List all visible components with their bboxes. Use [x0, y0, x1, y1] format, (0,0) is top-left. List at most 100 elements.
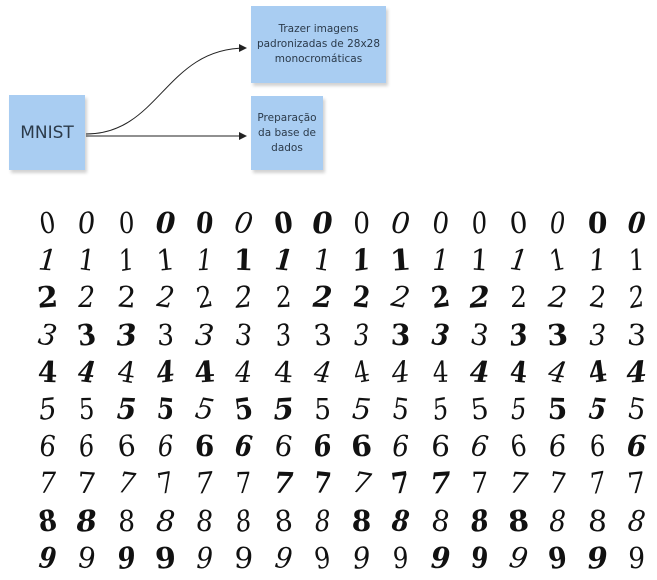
trazer-imagens-note: Trazer imagens padronizadas de 28x28 mon…	[251, 6, 386, 83]
digit-sample: 7	[76, 465, 98, 502]
digit-sample: 5	[586, 391, 608, 427]
digit-sample: 0	[194, 205, 215, 241]
digit-sample: 1	[76, 242, 98, 279]
digit-sample: 8	[586, 503, 608, 539]
digit-sample: 9	[627, 540, 645, 575]
digit-sample: 3	[193, 317, 216, 353]
connector-arrows	[85, 44, 247, 140]
digit-sample: 8	[194, 502, 216, 539]
digit-sample: 9	[506, 539, 531, 577]
digit-sample: 3	[114, 317, 138, 353]
digit-sample: 8	[351, 503, 373, 539]
digit-sample: 8	[154, 503, 177, 539]
digit-sample: 1	[310, 241, 335, 279]
digit-sample: 7	[115, 465, 137, 502]
digit-sample: 0	[310, 205, 334, 241]
digit-sample: 6	[429, 428, 451, 464]
digit-sample: 5	[350, 391, 373, 427]
digit-sample: 9	[153, 540, 177, 576]
digit-sample: 0	[271, 204, 295, 242]
digit-sample: 7	[235, 466, 253, 501]
digit-sample: 7	[272, 466, 294, 501]
digit-sample: 7	[39, 466, 57, 501]
digit-sample: 6	[468, 428, 491, 465]
digit-sample: 1	[36, 242, 59, 278]
digit-sample: 2	[351, 279, 372, 316]
digit-sample: 5	[624, 390, 649, 428]
digit-sample: 4	[431, 354, 449, 390]
preparacao-note: Preparação da base de dados	[251, 96, 323, 170]
trazer-imagens-label: Trazer imagens padronizadas de 28x28 mon…	[256, 23, 381, 65]
digit-sample: 7	[193, 465, 216, 502]
digit-sample: 8	[272, 502, 294, 539]
digit-sample: 4	[37, 354, 59, 390]
digit-sample: 0	[36, 204, 59, 242]
digit-sample: 0	[390, 205, 412, 241]
digit-sample: 2	[312, 280, 333, 315]
digit-sample: 2	[625, 279, 647, 316]
digit-sample: 5	[232, 390, 256, 428]
digit-sample: 1	[233, 242, 255, 278]
digit-sample: 9	[37, 540, 58, 576]
digit-sample: 3	[233, 316, 255, 353]
digit-sample: 3	[272, 316, 294, 353]
digit-sample: 4	[193, 354, 217, 390]
digit-sample: 0	[117, 205, 135, 241]
digit-sample: 8	[313, 503, 331, 538]
digit-sample: 4	[153, 353, 177, 391]
digit-sample: 6	[507, 428, 530, 465]
digit-sample: 4	[272, 354, 294, 390]
digit-sample: 3	[75, 316, 99, 353]
digit-sample: 7	[312, 465, 333, 502]
digit-sample: 5	[155, 391, 176, 427]
digit-sample: 5	[468, 391, 490, 427]
digit-sample: 7	[349, 465, 374, 502]
digit-sample: 7	[428, 465, 452, 502]
digit-sample: 4	[114, 353, 138, 391]
digit-sample: 6	[194, 428, 216, 464]
digit-sample: 7	[154, 465, 176, 502]
digit-sample: 0	[468, 204, 490, 242]
digit-sample: 6	[37, 428, 59, 465]
digit-sample: 2	[467, 279, 491, 316]
digit-sample: 1	[468, 242, 491, 278]
digit-sample: 2	[510, 280, 528, 315]
digit-sample: 3	[546, 317, 570, 353]
digit-sample: 6	[547, 428, 569, 465]
digit-sample: 4	[311, 353, 334, 390]
digit-sample: 4	[350, 353, 373, 391]
digit-sample: 1	[508, 242, 530, 279]
digit-sample: 8	[75, 503, 99, 539]
digit-sample: 2	[36, 279, 60, 316]
digit-sample: 0	[549, 205, 567, 241]
digit-sample: 5	[510, 391, 528, 427]
digit-sample: 2	[233, 279, 255, 316]
digit-sample: 4	[624, 354, 648, 390]
digit-sample: 2	[547, 279, 569, 316]
digit-sample: 1	[547, 242, 569, 279]
digit-sample: 8	[625, 502, 648, 539]
digit-sample: 2	[274, 280, 292, 315]
digit-sample: 1	[115, 242, 137, 279]
digit-sample: 6	[115, 428, 137, 465]
digit-sample: 5	[115, 391, 137, 427]
digit-sample: 8	[233, 502, 255, 539]
digit-sample: 1	[431, 243, 449, 278]
digit-sample: 6	[76, 428, 98, 465]
digit-sample: 6	[156, 429, 174, 464]
digit-sample: 0	[626, 205, 647, 241]
digit-sample: 7	[547, 465, 569, 502]
digit-sample: 3	[35, 316, 60, 353]
digit-sample: 6	[233, 428, 255, 465]
digit-sample: 5	[271, 391, 295, 427]
digit-sample: 8	[428, 502, 452, 539]
digit-sample: 9	[233, 540, 255, 576]
digit-sample: 9	[75, 539, 99, 577]
digit-sample: 8	[117, 503, 135, 538]
digit-sample: 0	[353, 206, 371, 241]
digit-sample: 7	[507, 465, 530, 502]
digit-sample: 3	[390, 317, 412, 353]
digit-sample: 7	[470, 466, 488, 501]
digit-sample: 2	[428, 279, 452, 316]
